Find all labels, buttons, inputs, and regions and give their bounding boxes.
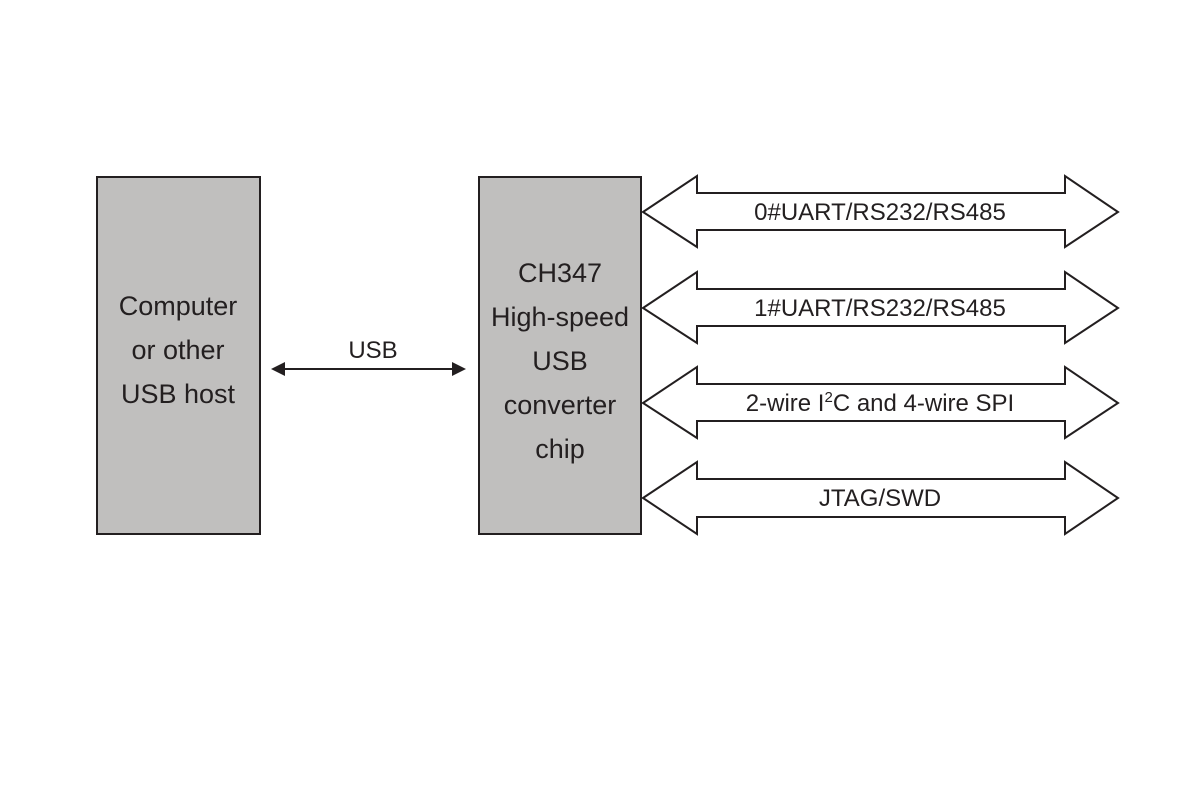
chip-block-line-2: High-speed — [491, 302, 629, 332]
usb-link-arrowhead-left — [271, 362, 285, 376]
host-block-line-2: or other — [131, 335, 224, 365]
chip-block-line-1: CH347 — [518, 258, 602, 288]
interface-bus-i2c-spi: 2-wire I2C and 4-wire SPI — [641, 365, 1120, 440]
bus-label-i2c-spi-prefix: 2-wire I — [746, 390, 825, 417]
interface-bus-jtag-swd: JTAG/SWD — [641, 460, 1120, 536]
host-block-box — [96, 176, 261, 535]
host-block: Computer or other USB host — [96, 176, 261, 535]
chip-block-line-3: USB — [532, 346, 588, 376]
bus-label-i2c-spi-suffix: C and 4-wire SPI — [833, 390, 1014, 417]
bus-arrow-uart0 — [641, 174, 1120, 249]
bus-label-uart1: 1#UART/RS232/RS485 — [754, 295, 1006, 322]
bus-arrow-i2c-spi — [641, 365, 1120, 440]
chip-block-line-5: chip — [535, 434, 585, 464]
host-block-line-1: Computer — [119, 291, 238, 321]
usb-link-arrowhead-right — [452, 362, 466, 376]
bus-label-jtag-swd: JTAG/SWD — [819, 485, 941, 512]
interface-bus-uart1: 1#UART/RS232/RS485 — [641, 270, 1120, 345]
bus-arrow-uart1 — [641, 270, 1120, 345]
bus-label-i2c-spi: 2-wire I2C and 4-wire SPI — [746, 389, 1014, 417]
usb-link: USB — [271, 337, 466, 376]
bus-label-i2c-spi-superscript: 2 — [824, 389, 832, 406]
chip-block-line-4: converter — [504, 390, 617, 420]
interface-bus-uart0: 0#UART/RS232/RS485 — [641, 174, 1120, 249]
host-block-line-3: USB host — [121, 379, 236, 409]
usb-link-label: USB — [348, 337, 397, 364]
bus-label-uart0: 0#UART/RS232/RS485 — [754, 199, 1006, 226]
chip-block-box — [478, 176, 642, 535]
chip-block: CH347 High-speed USB converter chip — [478, 176, 642, 535]
bus-arrow-jtag-swd — [641, 460, 1120, 536]
